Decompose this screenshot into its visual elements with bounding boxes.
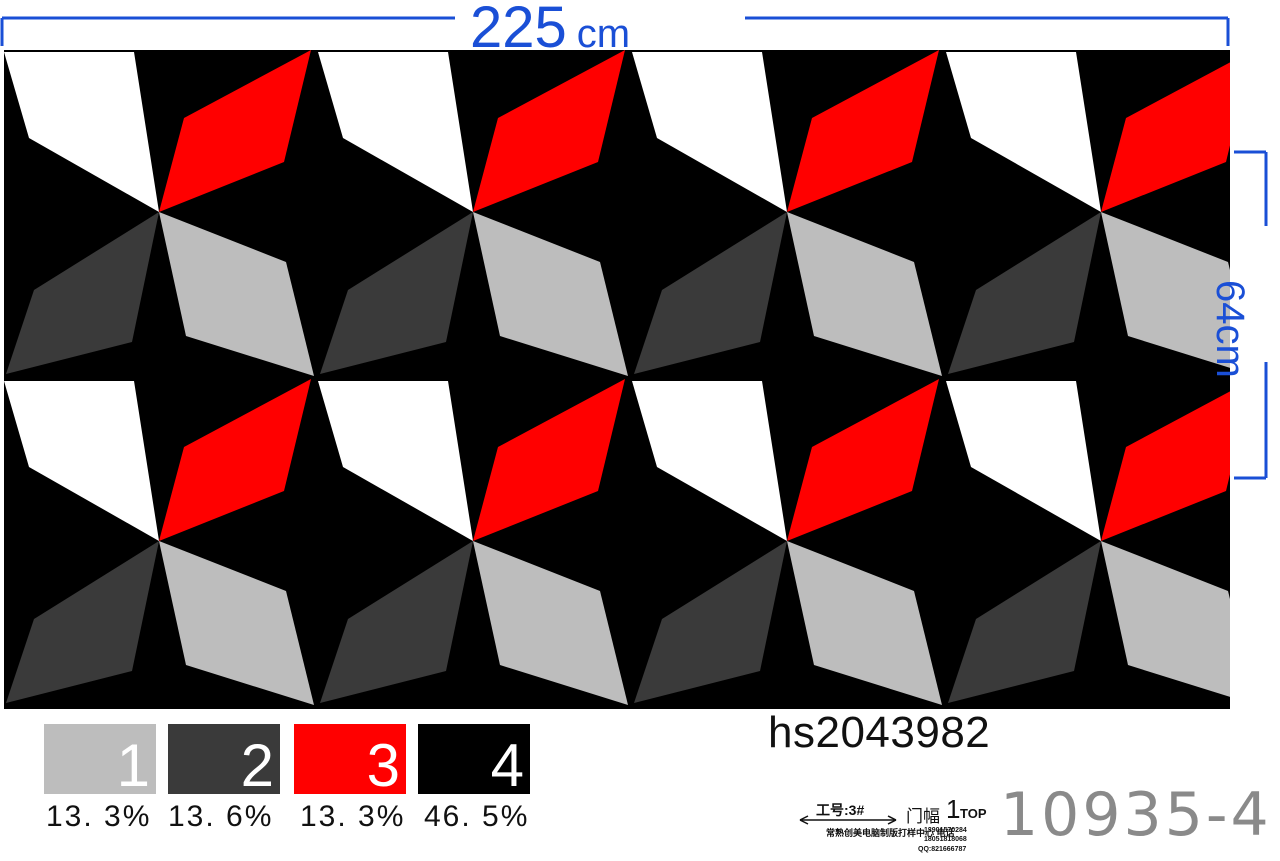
white-diamond bbox=[946, 52, 1101, 212]
pattern-number: 10935-4 bbox=[1000, 780, 1272, 850]
arrow-line bbox=[887, 815, 897, 821]
studio-name: 常熟创美电脑制版打样中心 电话 bbox=[826, 826, 955, 839]
light-gray-diamond bbox=[787, 541, 942, 705]
stamp-arrow bbox=[799, 815, 897, 825]
swatch-number: 1 bbox=[116, 732, 150, 799]
door-width-value: 1 bbox=[946, 794, 961, 824]
design-code: hs2043982 bbox=[768, 708, 991, 757]
dark-gray-diamond bbox=[948, 212, 1101, 374]
swatch-number: 3 bbox=[366, 732, 400, 799]
red-diamond bbox=[159, 50, 311, 212]
red-diamond bbox=[787, 379, 939, 541]
dark-gray-diamond bbox=[948, 541, 1101, 703]
studio-name-text: 常熟创美电脑制版打样中心 bbox=[826, 828, 935, 838]
swatch-percentage: 13. 6% bbox=[168, 800, 274, 833]
red-diamond bbox=[473, 379, 625, 541]
height-dimension-label: 64cm bbox=[1208, 280, 1252, 378]
light-gray-diamond bbox=[787, 212, 942, 376]
phone-label: 电话 bbox=[936, 828, 955, 838]
light-gray-diamond bbox=[1101, 212, 1230, 368]
red-diamond bbox=[1101, 62, 1230, 212]
white-diamond bbox=[318, 381, 473, 541]
dark-gray-diamond bbox=[6, 541, 159, 703]
red-diamond bbox=[159, 379, 311, 541]
dimension-lines bbox=[0, 16, 1268, 480]
arrow-line bbox=[799, 815, 809, 821]
light-gray-diamond bbox=[473, 541, 628, 705]
width-value: 225 bbox=[470, 0, 567, 60]
qq-number: QQ:821666787 bbox=[918, 846, 967, 853]
dark-gray-diamond bbox=[634, 212, 787, 374]
light-gray-diamond bbox=[159, 212, 314, 376]
production-stamp: 工号:3# 门幅 1 TOP 常熟创美电脑制版打样中心 电话 139015702… bbox=[796, 794, 996, 860]
swatch-3: 3 bbox=[294, 724, 406, 799]
swatch-1: 1 bbox=[44, 724, 156, 799]
arrow-line bbox=[799, 819, 809, 825]
dark-gray-diamond bbox=[320, 212, 473, 374]
red-diamond bbox=[1101, 391, 1230, 541]
swatch-percentage: 13. 3% bbox=[300, 800, 406, 833]
phone-numbers: 13901570284 18051818068 bbox=[924, 826, 967, 844]
white-diamond bbox=[632, 381, 787, 541]
dark-gray-diamond bbox=[634, 541, 787, 703]
pattern-tiles bbox=[4, 50, 1230, 705]
work-number: 工号:3# bbox=[816, 802, 865, 818]
swatch-number: 2 bbox=[240, 732, 274, 799]
swatch-number: 4 bbox=[490, 732, 524, 799]
dark-gray-diamond bbox=[320, 541, 473, 703]
red-diamond bbox=[787, 50, 939, 212]
top-label: TOP bbox=[960, 806, 987, 821]
width-unit: cm bbox=[576, 12, 631, 56]
light-gray-diamond bbox=[159, 541, 314, 705]
white-diamond bbox=[318, 52, 473, 212]
phone-2: 18051818068 bbox=[924, 836, 967, 843]
phone-1: 13901570284 bbox=[924, 827, 967, 834]
swatch-percentage: 13. 3% bbox=[46, 800, 152, 833]
door-width-label: 门幅 bbox=[906, 807, 940, 827]
red-diamond bbox=[473, 50, 625, 212]
white-diamond bbox=[946, 381, 1101, 541]
light-gray-diamond bbox=[1101, 541, 1230, 697]
dark-gray-diamond bbox=[6, 212, 159, 374]
swatch-2: 2 bbox=[168, 724, 280, 799]
swatch-percentage: 46. 5% bbox=[424, 800, 530, 833]
arrow-line bbox=[887, 819, 897, 825]
white-diamond bbox=[632, 52, 787, 212]
swatch-4: 4 bbox=[418, 724, 530, 799]
white-diamond bbox=[4, 52, 159, 212]
white-diamond bbox=[4, 381, 159, 541]
light-gray-diamond bbox=[473, 212, 628, 376]
